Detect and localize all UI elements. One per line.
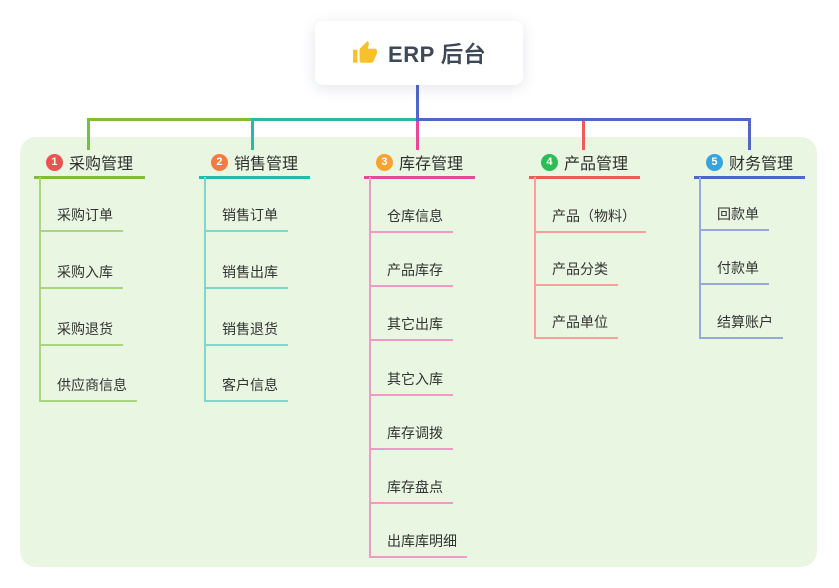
- node-label: 采购入库: [39, 263, 123, 289]
- mindmap-node[interactable]: 采购退货: [39, 320, 123, 346]
- branch-header-inventory[interactable]: 3 库存管理: [364, 148, 475, 179]
- mindmap-node[interactable]: 采购入库: [39, 263, 123, 289]
- mindmap-node[interactable]: 销售退货: [204, 320, 288, 346]
- mindmap-node[interactable]: 产品单位: [534, 313, 618, 339]
- branch3-spine: [369, 177, 371, 558]
- mindmap-node[interactable]: 库存调拨: [369, 424, 453, 450]
- branch2-spine: [204, 177, 206, 402]
- node-label: 产品单位: [534, 313, 618, 339]
- branch-number-badge: 1: [45, 153, 63, 171]
- root-title: ERP 后台: [388, 42, 486, 67]
- branch4-spine: [534, 177, 536, 339]
- mindmap-node[interactable]: 客户信息: [204, 376, 288, 402]
- node-label: 其它入库: [369, 370, 453, 396]
- node-label: 供应商信息: [39, 376, 137, 402]
- connector-root-drop: [416, 84, 419, 121]
- mindmap-node[interactable]: 仓库信息: [369, 207, 453, 233]
- mindmap-node[interactable]: 产品库存: [369, 261, 453, 287]
- node-label: 客户信息: [204, 376, 288, 402]
- connector-branch3-drop: [416, 118, 419, 150]
- mindmap-node[interactable]: 销售订单: [204, 206, 288, 232]
- connector-branch1-drop: [87, 118, 90, 150]
- branch5-spine: [699, 177, 701, 339]
- connector-branch5-drop: [748, 118, 751, 150]
- node-label: 库存盘点: [369, 478, 453, 504]
- branches-panel: [20, 137, 817, 567]
- branch-title: 产品管理: [563, 156, 628, 173]
- branch-title: 采购管理: [68, 156, 133, 173]
- branch-number-badge: 2: [210, 153, 228, 171]
- node-label: 结算账户: [699, 313, 783, 339]
- node-label: 仓库信息: [369, 207, 453, 233]
- node-label: 销售退货: [204, 320, 288, 346]
- node-label: 采购退货: [39, 320, 123, 346]
- mindmap-node[interactable]: 采购订单: [39, 206, 123, 232]
- branch-title: 销售管理: [233, 156, 298, 173]
- branch-title: 财务管理: [728, 156, 793, 173]
- node-label: 销售出库: [204, 263, 288, 289]
- branch1-spine: [39, 177, 41, 402]
- mindmap-node[interactable]: 产品分类: [534, 260, 618, 286]
- mindmap-node[interactable]: 回款单: [699, 205, 769, 231]
- node-label: 回款单: [699, 205, 769, 231]
- node-label: 销售订单: [204, 206, 288, 232]
- branch-header-sales[interactable]: 2 销售管理: [199, 148, 310, 179]
- branch-number-badge: 5: [705, 153, 723, 171]
- node-label: 产品（物料）: [534, 207, 646, 233]
- mindmap-node[interactable]: 出库库明细: [369, 532, 467, 558]
- mindmap-node[interactable]: 供应商信息: [39, 376, 137, 402]
- branch-title: 库存管理: [398, 156, 463, 173]
- node-label: 付款单: [699, 259, 769, 285]
- root-node[interactable]: ERP 后台: [315, 21, 523, 85]
- mindmap-node[interactable]: 结算账户: [699, 313, 783, 339]
- branch-header-finance[interactable]: 5 财务管理: [694, 148, 805, 179]
- branch-header-product[interactable]: 4 产品管理: [529, 148, 640, 179]
- mindmap-node[interactable]: 产品（物料）: [534, 207, 646, 233]
- node-label: 产品分类: [534, 260, 618, 286]
- node-label: 出库库明细: [369, 532, 467, 558]
- thumbs-up-icon: [353, 41, 377, 63]
- connector-branch2-drop: [251, 118, 254, 150]
- connector-branch2-horizontal: [251, 118, 419, 121]
- mindmap-node[interactable]: 付款单: [699, 259, 769, 285]
- node-label: 产品库存: [369, 261, 453, 287]
- mindmap-node[interactable]: 销售出库: [204, 263, 288, 289]
- node-label: 采购订单: [39, 206, 123, 232]
- branch-header-purchase[interactable]: 1 采购管理: [34, 148, 145, 179]
- node-label: 库存调拨: [369, 424, 453, 450]
- mindmap-node[interactable]: 库存盘点: [369, 478, 453, 504]
- node-label: 其它出库: [369, 315, 453, 341]
- mindmap-node[interactable]: 其它出库: [369, 315, 453, 341]
- connector-branch4-drop: [582, 118, 585, 150]
- mindmap-node[interactable]: 其它入库: [369, 370, 453, 396]
- connector-branch5-horizontal: [416, 118, 751, 121]
- branch-number-badge: 3: [375, 153, 393, 171]
- branch-number-badge: 4: [540, 153, 558, 171]
